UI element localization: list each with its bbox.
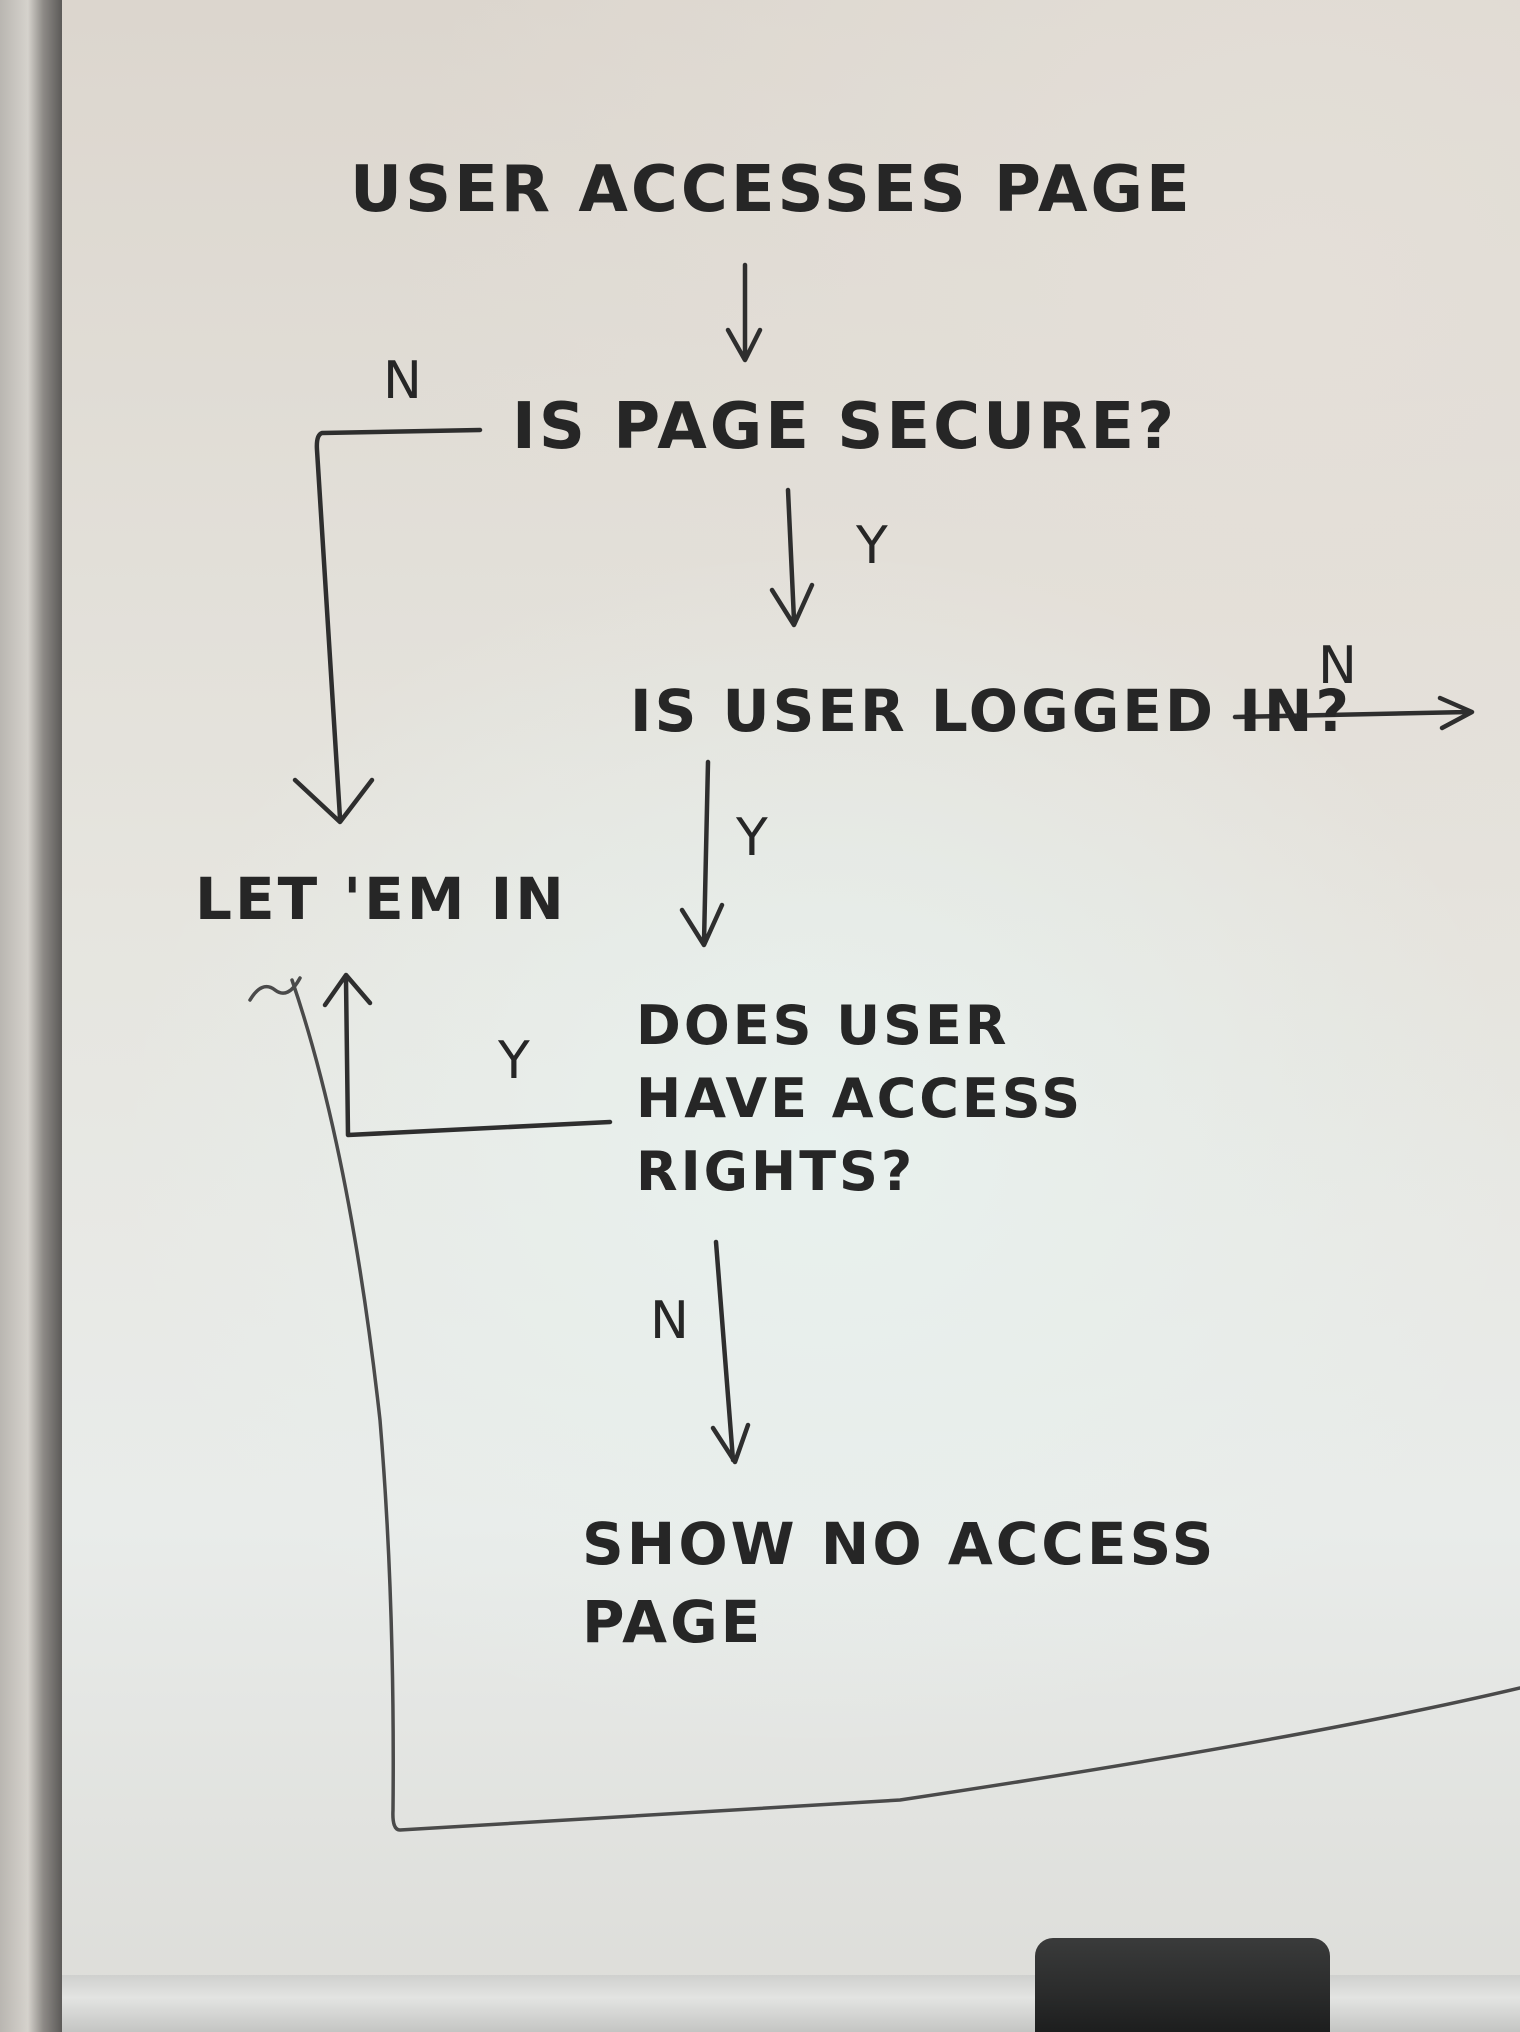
whiteboard-frame (0, 0, 62, 2032)
edge-label-loggedin-no: N (1318, 636, 1357, 696)
arrow-rights-yes-to-letemin (322, 972, 613, 1138)
arrow-secure-yes-to-loggedin (769, 487, 815, 628)
node-is-page-secure: IS PAGE SECURE? (512, 390, 1178, 464)
arrow-rights-no-to-noaccess (710, 1239, 751, 1465)
eraser (1035, 1938, 1330, 2032)
node-is-user-logged-in: IS USER LOGGED IN? (630, 677, 1353, 745)
node-does-user-have-access-rights: DOES USER HAVE ACCESS RIGHTS? (636, 994, 1084, 1203)
edge-label-rights-no: N (650, 1291, 689, 1351)
arrow-secure-no-to-letemin (292, 427, 483, 825)
arrow-start-to-secure (725, 262, 763, 363)
arrow-loggedin-no-offboard (1232, 695, 1475, 731)
arrow-loggedin-yes-to-rights (679, 759, 725, 948)
node-show-no-access-page: SHOW NO ACCESS PAGE (582, 1510, 1217, 1657)
edge-label-loggedin-yes: Y (736, 808, 768, 868)
arrow-return-to-letemin (248, 976, 1520, 1832)
edge-label-rights-yes: Y (498, 1031, 530, 1091)
node-let-em-in: LET 'EM IN (195, 865, 567, 933)
edge-label-secure-yes: Y (856, 516, 888, 576)
edge-label-secure-no: N (383, 351, 422, 411)
node-user-accesses-page: USER ACCESSES PAGE (350, 153, 1193, 227)
